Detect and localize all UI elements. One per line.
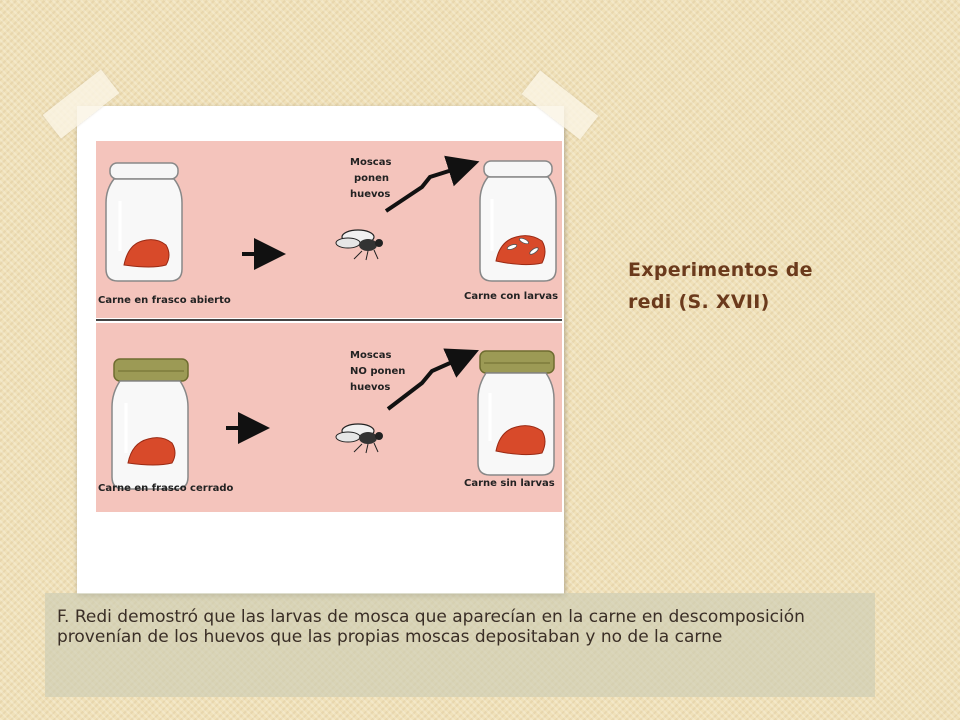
slide-title-line-2: redi (S. XVII) bbox=[628, 291, 770, 313]
caption-jar-without-larvae: Carne sin larvas bbox=[464, 478, 555, 489]
fly-label-top-2: ponen bbox=[354, 173, 389, 184]
slide-title-line-1: Experimentos de bbox=[628, 259, 813, 281]
arrow-top-diagonal bbox=[384, 155, 480, 213]
fly-bottom bbox=[335, 423, 383, 454]
closed-jar-left bbox=[111, 358, 189, 490]
larvae bbox=[506, 237, 539, 255]
meat-top-right bbox=[495, 235, 546, 266]
redi-experiment-illustration: Moscas ponen huevos Carne en frasco abie… bbox=[96, 141, 562, 512]
closed-jar-right bbox=[477, 350, 555, 476]
meat-bottom-left bbox=[127, 437, 176, 466]
meat-top-left bbox=[123, 239, 170, 268]
caption-closed-jar: Carne en frasco cerrado bbox=[98, 483, 234, 494]
fly-label-bottom-2: NO ponen bbox=[350, 366, 405, 377]
slide-title: Experimentos de redi (S. XVII) bbox=[628, 254, 888, 318]
fly-label-bottom-1: Moscas bbox=[350, 350, 391, 361]
slide-caption: F. Redi demostró que las larvas de mosca… bbox=[57, 607, 805, 647]
fly-top bbox=[335, 229, 383, 261]
fly-label-top-3: huevos bbox=[350, 189, 390, 200]
fly-label-top-1: Moscas bbox=[350, 157, 391, 168]
meat-bottom-right bbox=[495, 425, 546, 456]
fly-label-bottom-3: huevos bbox=[350, 382, 390, 393]
caption-box bbox=[45, 593, 875, 697]
arrow-bottom-diagonal bbox=[386, 348, 479, 411]
caption-jar-with-larvae: Carne con larvas bbox=[464, 291, 558, 302]
caption-open-jar: Carne en frasco abierto bbox=[98, 295, 231, 306]
